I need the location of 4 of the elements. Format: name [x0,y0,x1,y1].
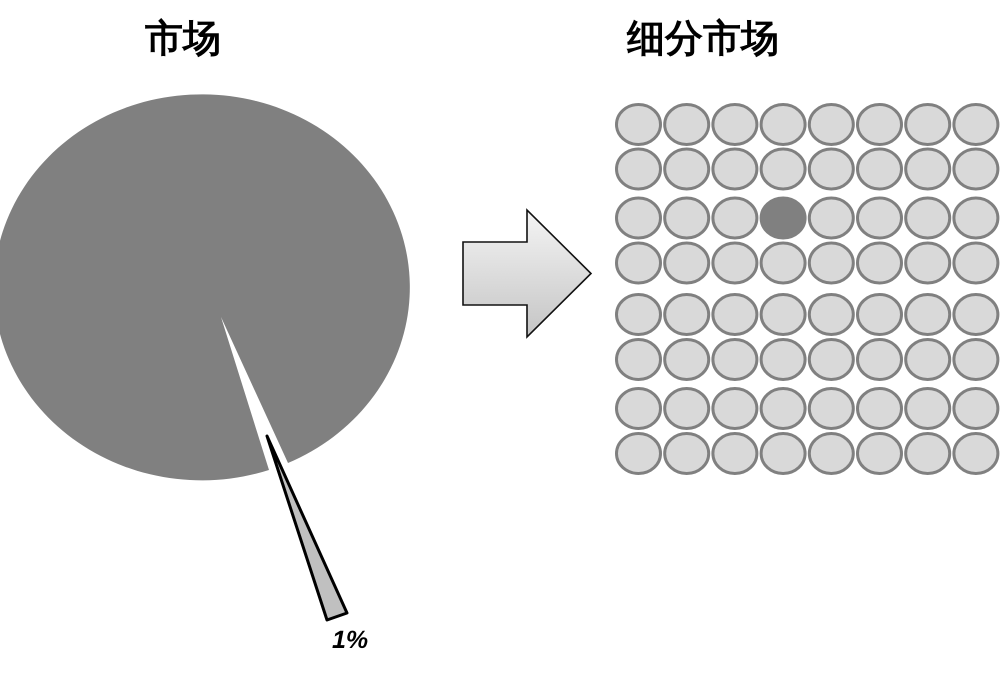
block-arrow [462,208,592,339]
heading: 市场 [145,18,221,58]
percent-label: 1% [332,627,368,653]
heading: 细分市场 [627,18,779,58]
